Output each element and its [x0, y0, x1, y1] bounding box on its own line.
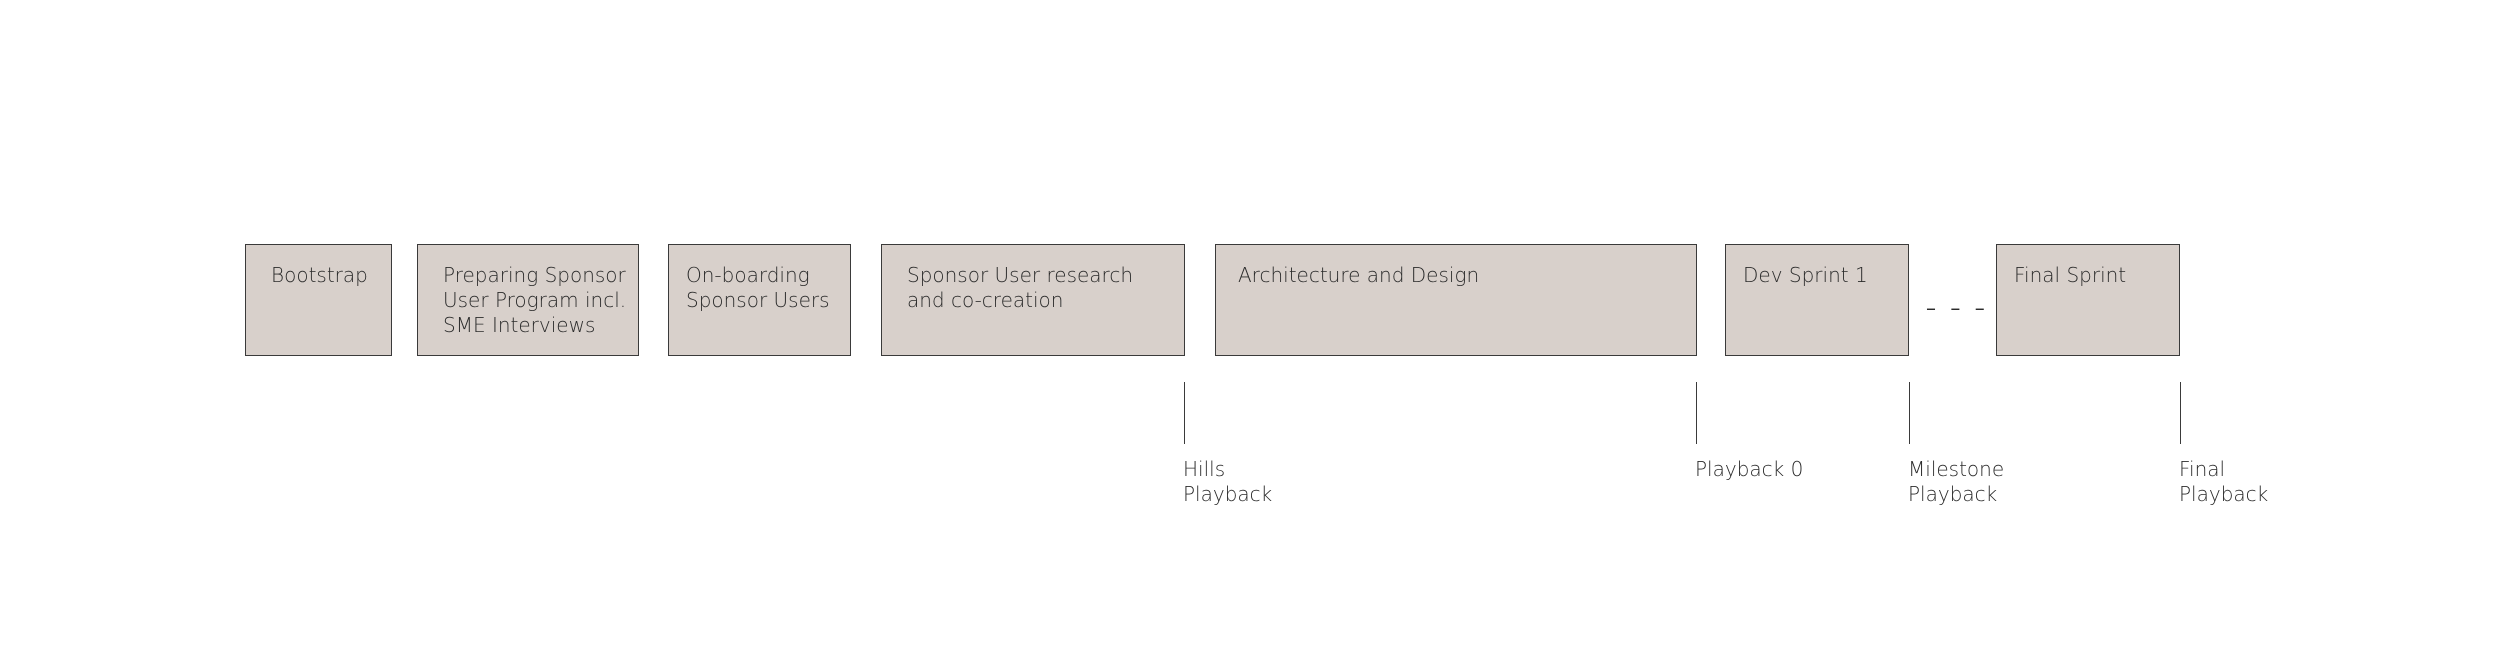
phase-box-final-sprint: Final Sprint: [1996, 244, 2180, 356]
phase-box-bootstrap: Bootstrap: [245, 244, 392, 356]
phase-box-dev-sprint-1: Dev Sprint 1: [1725, 244, 1909, 356]
phase-label: Bootstrap: [271, 263, 368, 287]
milestone-tick-playback-0: [1696, 382, 1697, 444]
milestone-tick-final-playback: [2180, 382, 2181, 444]
sprint-ellipsis: – – –: [1926, 296, 1989, 320]
phase-box-onboarding-sponsor-users: On-boarding Sponsor Users: [668, 244, 851, 356]
phase-label: On-boarding Sponsor Users: [686, 263, 830, 312]
phase-label: Dev Sprint 1: [1743, 263, 1868, 287]
milestone-tick-milestone-playback: [1909, 382, 1910, 444]
phase-label: Sponsor User research and co-creation: [907, 263, 1134, 312]
milestone-label-hills-playback: Hills Playback: [1183, 457, 1273, 506]
phase-box-preparing-sponsor-user-program: Preparing Sponsor User Program incl. SME…: [417, 244, 639, 356]
phase-label: Final Sprint: [2014, 263, 2127, 287]
milestone-label-milestone-playback: Milestone Playback: [1908, 457, 2005, 506]
milestone-label-playback-0: Playback 0: [1695, 457, 1804, 481]
phase-box-architecture-and-design: Architecture and Design: [1215, 244, 1697, 356]
phase-label: Architecture and Design: [1238, 263, 1480, 287]
phase-label: Preparing Sponsor User Program incl. SME…: [443, 263, 627, 337]
phase-box-sponsor-user-research: Sponsor User research and co-creation: [881, 244, 1185, 356]
milestone-label-final-playback: Final Playback: [2179, 457, 2269, 506]
milestone-tick-hills-playback: [1184, 382, 1185, 444]
